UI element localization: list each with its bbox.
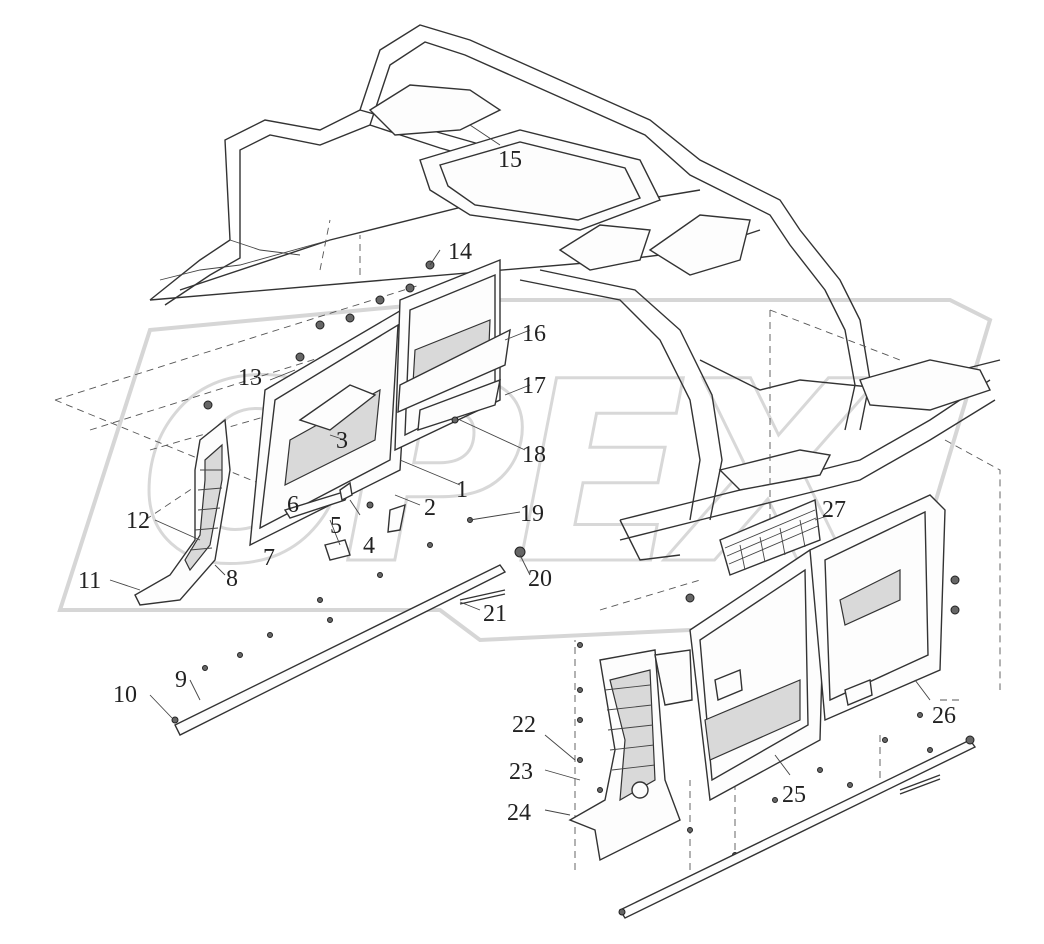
right-sill xyxy=(618,735,977,919)
callout-12: 12 xyxy=(126,508,150,534)
door-pad-17 xyxy=(417,378,501,431)
callout-10: 10 xyxy=(113,682,137,708)
body-frame xyxy=(149,24,1001,561)
door-pocket-16 xyxy=(397,328,511,414)
callout-6: 6 xyxy=(287,492,299,518)
callout-8: 8 xyxy=(226,566,238,592)
callout-22: 22 xyxy=(512,712,536,738)
callout-1: 1 xyxy=(456,477,468,503)
callout-11: 11 xyxy=(78,568,101,594)
left-door-trim xyxy=(203,258,511,561)
callout-4: 4 xyxy=(363,533,375,559)
callout-18: 18 xyxy=(522,442,546,468)
callout-5: 5 xyxy=(330,513,342,539)
callout-27: 27 xyxy=(822,497,846,523)
left-pillar-trim xyxy=(134,418,231,606)
callout-13: 13 xyxy=(238,365,262,391)
callout-7: 7 xyxy=(263,545,275,571)
callout-15: 15 xyxy=(498,147,522,173)
callout-2: 2 xyxy=(424,495,436,521)
callout-16: 16 xyxy=(522,321,546,347)
callout-19: 19 xyxy=(520,501,544,527)
clip-2 xyxy=(387,503,406,533)
callout-25: 25 xyxy=(782,782,806,808)
right-door-trim xyxy=(689,494,946,802)
callout-14: 14 xyxy=(448,239,472,265)
callout-labels: 1 2 3 4 5 6 7 8 9 10 11 12 13 14 15 16 1… xyxy=(78,147,956,826)
left-sill xyxy=(171,546,526,736)
callout-21: 21 xyxy=(483,601,507,627)
callout-20: 20 xyxy=(528,566,552,592)
callout-3: 3 xyxy=(336,428,348,454)
callout-24: 24 xyxy=(507,800,531,826)
armrest-6 xyxy=(283,488,352,519)
callout-9: 9 xyxy=(175,667,187,693)
right-pillar-trim xyxy=(568,649,693,862)
callout-17: 17 xyxy=(522,373,546,399)
callout-23: 23 xyxy=(509,759,533,785)
callout-26: 26 xyxy=(932,703,956,729)
callout-leaders xyxy=(109,124,931,816)
